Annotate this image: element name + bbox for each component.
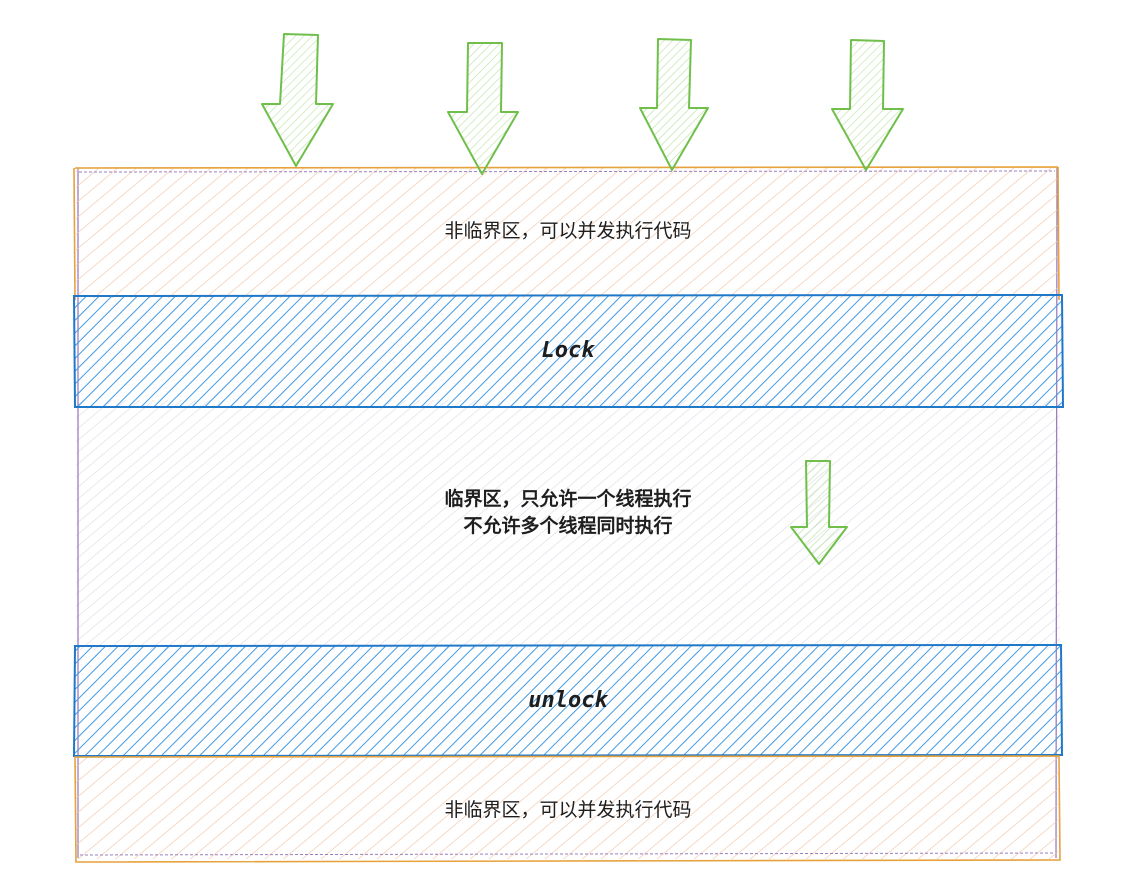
arrow-down-icon	[831, 39, 904, 171]
unlock-label: unlock	[528, 688, 608, 713]
incoming-thread-arrows	[261, 33, 904, 175]
unlock-band	[72, 643, 1064, 758]
critical-arrow-down-icon	[790, 460, 848, 565]
critical-section-region	[76, 167, 1060, 859]
top-noncritical-region	[73, 166, 1060, 301]
bottom-noncritical-label: 非临界区，可以并发执行代码	[444, 799, 692, 821]
arrow-down-icon	[447, 42, 519, 175]
lock-label: Lock	[541, 338, 595, 363]
critical-section-label-line1: 临界区，只允许一个线程执行	[444, 488, 692, 510]
bottom-noncritical-region	[74, 755, 1061, 863]
lock-band	[72, 293, 1065, 408]
critical-section-label-line2: 不允许多个线程同时执行	[463, 515, 673, 537]
arrow-down-icon	[261, 33, 334, 167]
arrow-down-icon	[639, 38, 709, 171]
top-noncritical-label: 非临界区，可以并发执行代码	[444, 220, 692, 242]
